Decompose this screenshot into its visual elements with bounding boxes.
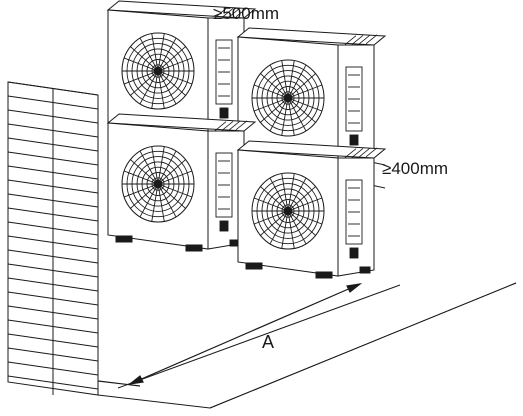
fan-hub: [153, 66, 163, 76]
top-ribs: [344, 34, 378, 46]
ground-plane: [97, 282, 517, 409]
side-panel: [215, 152, 233, 232]
unit-top: [106, 0, 257, 19]
front-distance-label: A: [262, 332, 274, 352]
unit-foot: [115, 235, 133, 243]
unit-foot: [185, 244, 203, 252]
top-ribs: [344, 147, 378, 159]
fan-grille-icon: [252, 173, 324, 249]
fan-hub: [283, 93, 293, 103]
fan-grille-icon: [122, 33, 194, 109]
side-panel: [215, 39, 233, 119]
outdoor-unit-top-left: [106, 0, 257, 139]
outdoor-unit-bottom-right: [236, 140, 387, 279]
unit-foot: [359, 266, 371, 274]
fan-grille-icon: [252, 60, 324, 136]
fan-hub: [153, 179, 163, 189]
top-ribs: [214, 120, 248, 132]
top-clearance-label: ≥500mm: [213, 4, 279, 23]
unit-top: [236, 27, 387, 46]
fan-grille-icon: [122, 146, 194, 222]
side-clearance-label: ≥400mm: [382, 159, 448, 178]
outdoor-unit-top-right: [236, 27, 387, 166]
side-panel: [345, 179, 363, 259]
unit-top: [236, 140, 387, 159]
side-panel: [345, 66, 363, 146]
unit-foot: [315, 271, 333, 279]
outdoor-units: [106, 0, 387, 279]
brick-wall: [7, 81, 99, 396]
top-ribs: [214, 7, 248, 19]
unit-foot: [245, 262, 263, 270]
unit-top: [106, 113, 257, 132]
wall-bricks: [7, 81, 99, 395]
dimension-a: [97, 283, 363, 387]
outdoor-unit-bottom-left: [106, 113, 257, 252]
fan-hub: [283, 206, 293, 216]
